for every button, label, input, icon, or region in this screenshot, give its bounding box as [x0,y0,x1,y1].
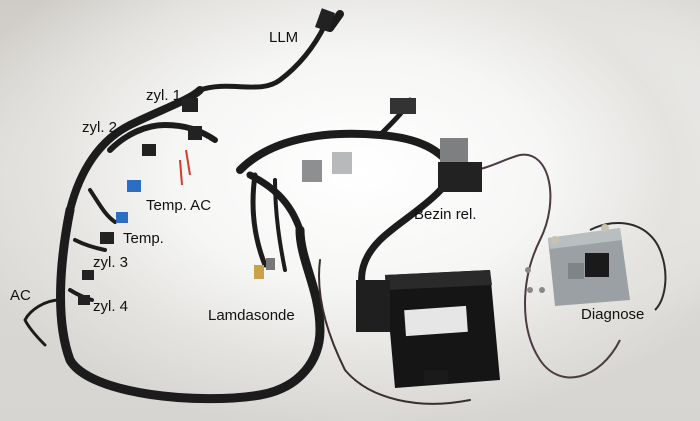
diagnose-bracket [525,224,630,306]
label-diagnose: Diagnose [581,306,645,323]
label-temp: Temp. [123,230,164,247]
label-zyl-2: zyl. 2 [82,119,118,136]
label-temp-ac: Temp. AC [146,197,212,214]
diagnose-wire [454,153,621,379]
label-zyl-4: zyl. 4 [93,298,129,315]
label-lamdasonde: Lamdasonde [208,307,295,324]
label-llm: LLM [269,29,299,46]
label-zyl-1: zyl. 1 [146,87,182,104]
ecu-box [356,270,500,388]
label-zyl-3: zyl. 3 [93,254,129,271]
connectors [78,8,482,305]
label-bezin-rel: Bezin rel. [414,206,477,223]
diagnose-wire-2 [589,221,667,311]
label-ac: AC [10,287,31,304]
